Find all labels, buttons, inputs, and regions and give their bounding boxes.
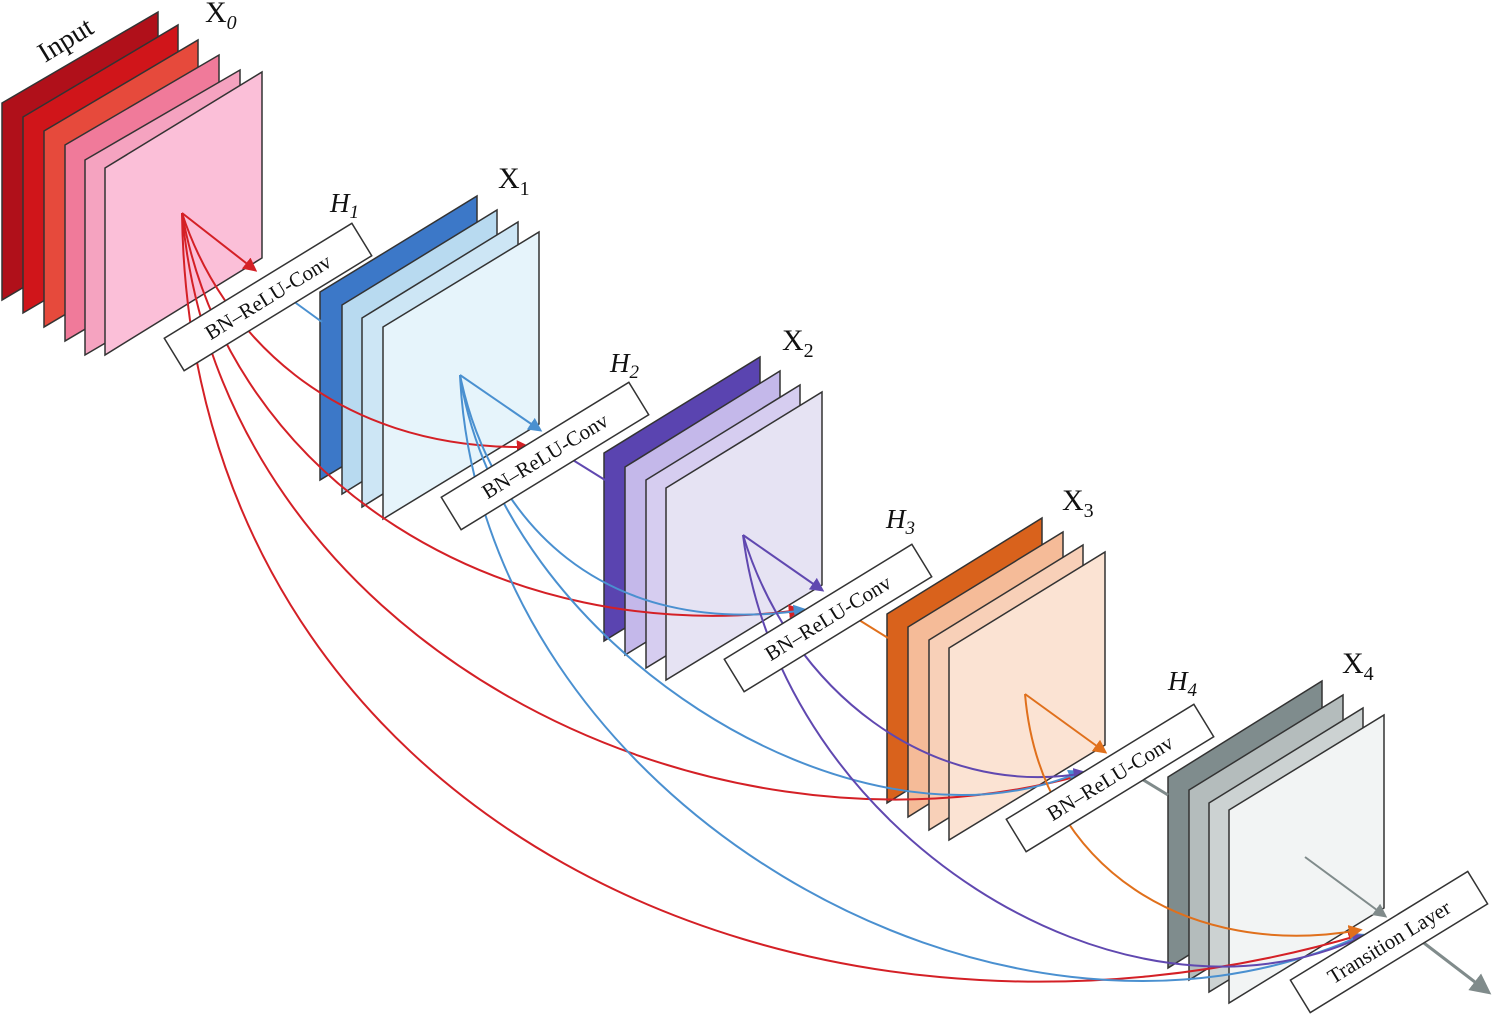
dense-connections (181, 212, 1492, 995)
feature-map-stack-x4 (1167, 679, 1385, 1005)
connection-x0-h1 (181, 212, 258, 272)
feature-label-x4: X4 (1342, 647, 1374, 685)
composite-label-h1: H1 (329, 188, 359, 223)
connection-x3-transition (1024, 693, 1363, 939)
connection-x3-h4 (1024, 693, 1108, 754)
connection-x2-h3 (742, 534, 825, 592)
feature-label-x2: X2 (782, 324, 814, 362)
connection-x1-h2 (459, 374, 543, 432)
transition-output-arrow (1419, 938, 1492, 995)
connection-x4-transition (1304, 856, 1388, 918)
connection-x0-h4 (181, 212, 1085, 801)
connection-x2-h4 (742, 534, 1088, 782)
feature-label-x1: X1 (498, 162, 530, 200)
feature-label-x0: X0 (205, 0, 237, 34)
feature-label-x3: X3 (1062, 484, 1094, 522)
connection-x1-h3 (459, 374, 808, 619)
connection-x0-h2 (181, 212, 531, 455)
composite-label-h2: H2 (609, 348, 640, 383)
connection-x1-transition (459, 374, 1365, 982)
composite-label-h3: H3 (885, 504, 915, 539)
composite-label-h4: H4 (1167, 666, 1198, 701)
